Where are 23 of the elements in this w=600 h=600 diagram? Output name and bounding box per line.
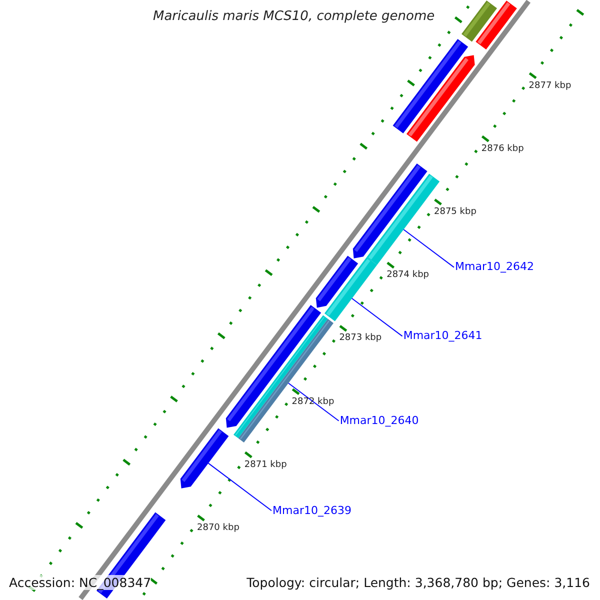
gene-feature-block (238, 318, 334, 442)
tick-label: 2876 kbp (481, 144, 524, 155)
gene-feature-block (476, 0, 517, 50)
leader-line (288, 382, 340, 422)
gene-label: Mmar10_2639 (272, 504, 352, 517)
tick-label: 2873 kbp (339, 333, 382, 344)
info-text: Accession: NC_008347 (9, 575, 152, 590)
tick-label: 2874 kbp (386, 270, 429, 281)
info-text: Topology: circular; Length: 3,368,780 bp; Genes: 3,116 (246, 575, 590, 590)
tick-label: 2877 kbp (528, 80, 572, 92)
gene-feature-block (406, 55, 475, 142)
tick-label: 2872 kbp (292, 396, 334, 408)
leader-line (208, 462, 272, 512)
gene-label: Mmar10_2641 (403, 329, 482, 342)
tick-label: 2875 kbp (434, 207, 476, 218)
map-title: Maricaulis maris MCS10, complete genome (153, 9, 435, 25)
tick-label: 2870 kbp (197, 523, 240, 534)
gene-label: Mmar10_2642 (455, 260, 534, 274)
gene-feature-block (324, 257, 378, 322)
tick-label: 2871 kbp (244, 460, 287, 471)
leader-line (403, 229, 454, 268)
gene-label: Mmar10_2640 (340, 414, 419, 428)
gene-feature-block (180, 428, 229, 488)
